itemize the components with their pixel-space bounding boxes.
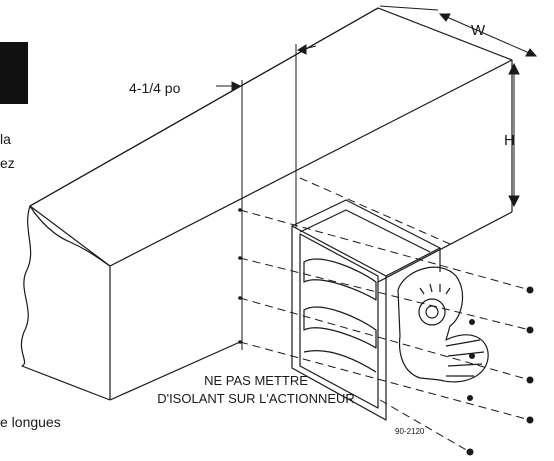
actuator-gear-ticks [419,283,451,295]
screw-line-1 [239,209,531,291]
height-arrowhead-bottom [508,195,520,208]
warning-line-1: NE PAS METTRE [204,373,308,388]
depth-arrowhead-right [296,44,307,55]
damper-blade-3 [303,350,377,373]
black-edge-tab [0,42,28,104]
depth-label: 4-1/4 po [129,80,181,96]
depth-arrowhead-left [231,81,242,91]
duct-right-lower-edge [377,211,513,283]
damper-frame-inner [299,233,379,409]
width-dimension-line [439,13,537,57]
height-label: H [504,132,515,149]
text-fragment-3: e longues [0,414,61,430]
figure-id: 90-2120 [395,427,425,436]
duct-hole-1 [238,208,242,212]
damper-blade-2 [303,306,377,349]
damper-blade-1 [303,258,377,301]
duct-bottom-edge [109,341,241,401]
screw-7 [469,353,475,359]
warning-line-2: D'ISOLANT SUR L'ACTIONNEUR [157,391,355,406]
width-arrowhead-bottom [525,48,538,57]
screw-line-4 [239,341,531,421]
screw-line-6 [379,399,471,453]
duct-top-face [29,7,513,267]
damper-frame-front [291,225,387,421]
screw-line-2 [239,257,531,331]
duct-hole-2 [238,256,242,260]
duct-torn-end [20,205,111,401]
screw-5 [466,448,474,456]
damper-frame-top-inner [299,209,431,253]
duct-torn-end-inner [29,205,111,267]
text-fragment-1: la [0,131,11,147]
actuator-hub-inner [425,305,439,319]
width-arrowhead-top [438,13,451,22]
screw-line-3 [239,297,531,381]
duct-far-top-edge [29,7,379,207]
duct-hole-3 [238,296,242,300]
damper-frame-top [291,199,441,277]
actuator-hub [418,298,446,326]
width-extension-line [379,5,439,11]
screw-8 [467,395,473,401]
screw-3 [526,376,534,384]
duct-hole-4 [238,340,242,344]
insulation-warning: NE PAS METTRE D'ISOLANT SUR L'ACTIONNEUR [126,372,386,408]
width-label: W [471,22,486,39]
screw-4 [526,416,534,424]
screw-line-5 [299,177,451,245]
screw-1 [526,286,534,294]
screw-2 [526,326,534,334]
screw-6 [469,319,475,325]
height-arrowhead-top [508,62,520,75]
actuator-body [397,266,489,383]
actuator-cover-ribs [445,339,485,377]
text-fragment-2: ez [0,155,15,171]
